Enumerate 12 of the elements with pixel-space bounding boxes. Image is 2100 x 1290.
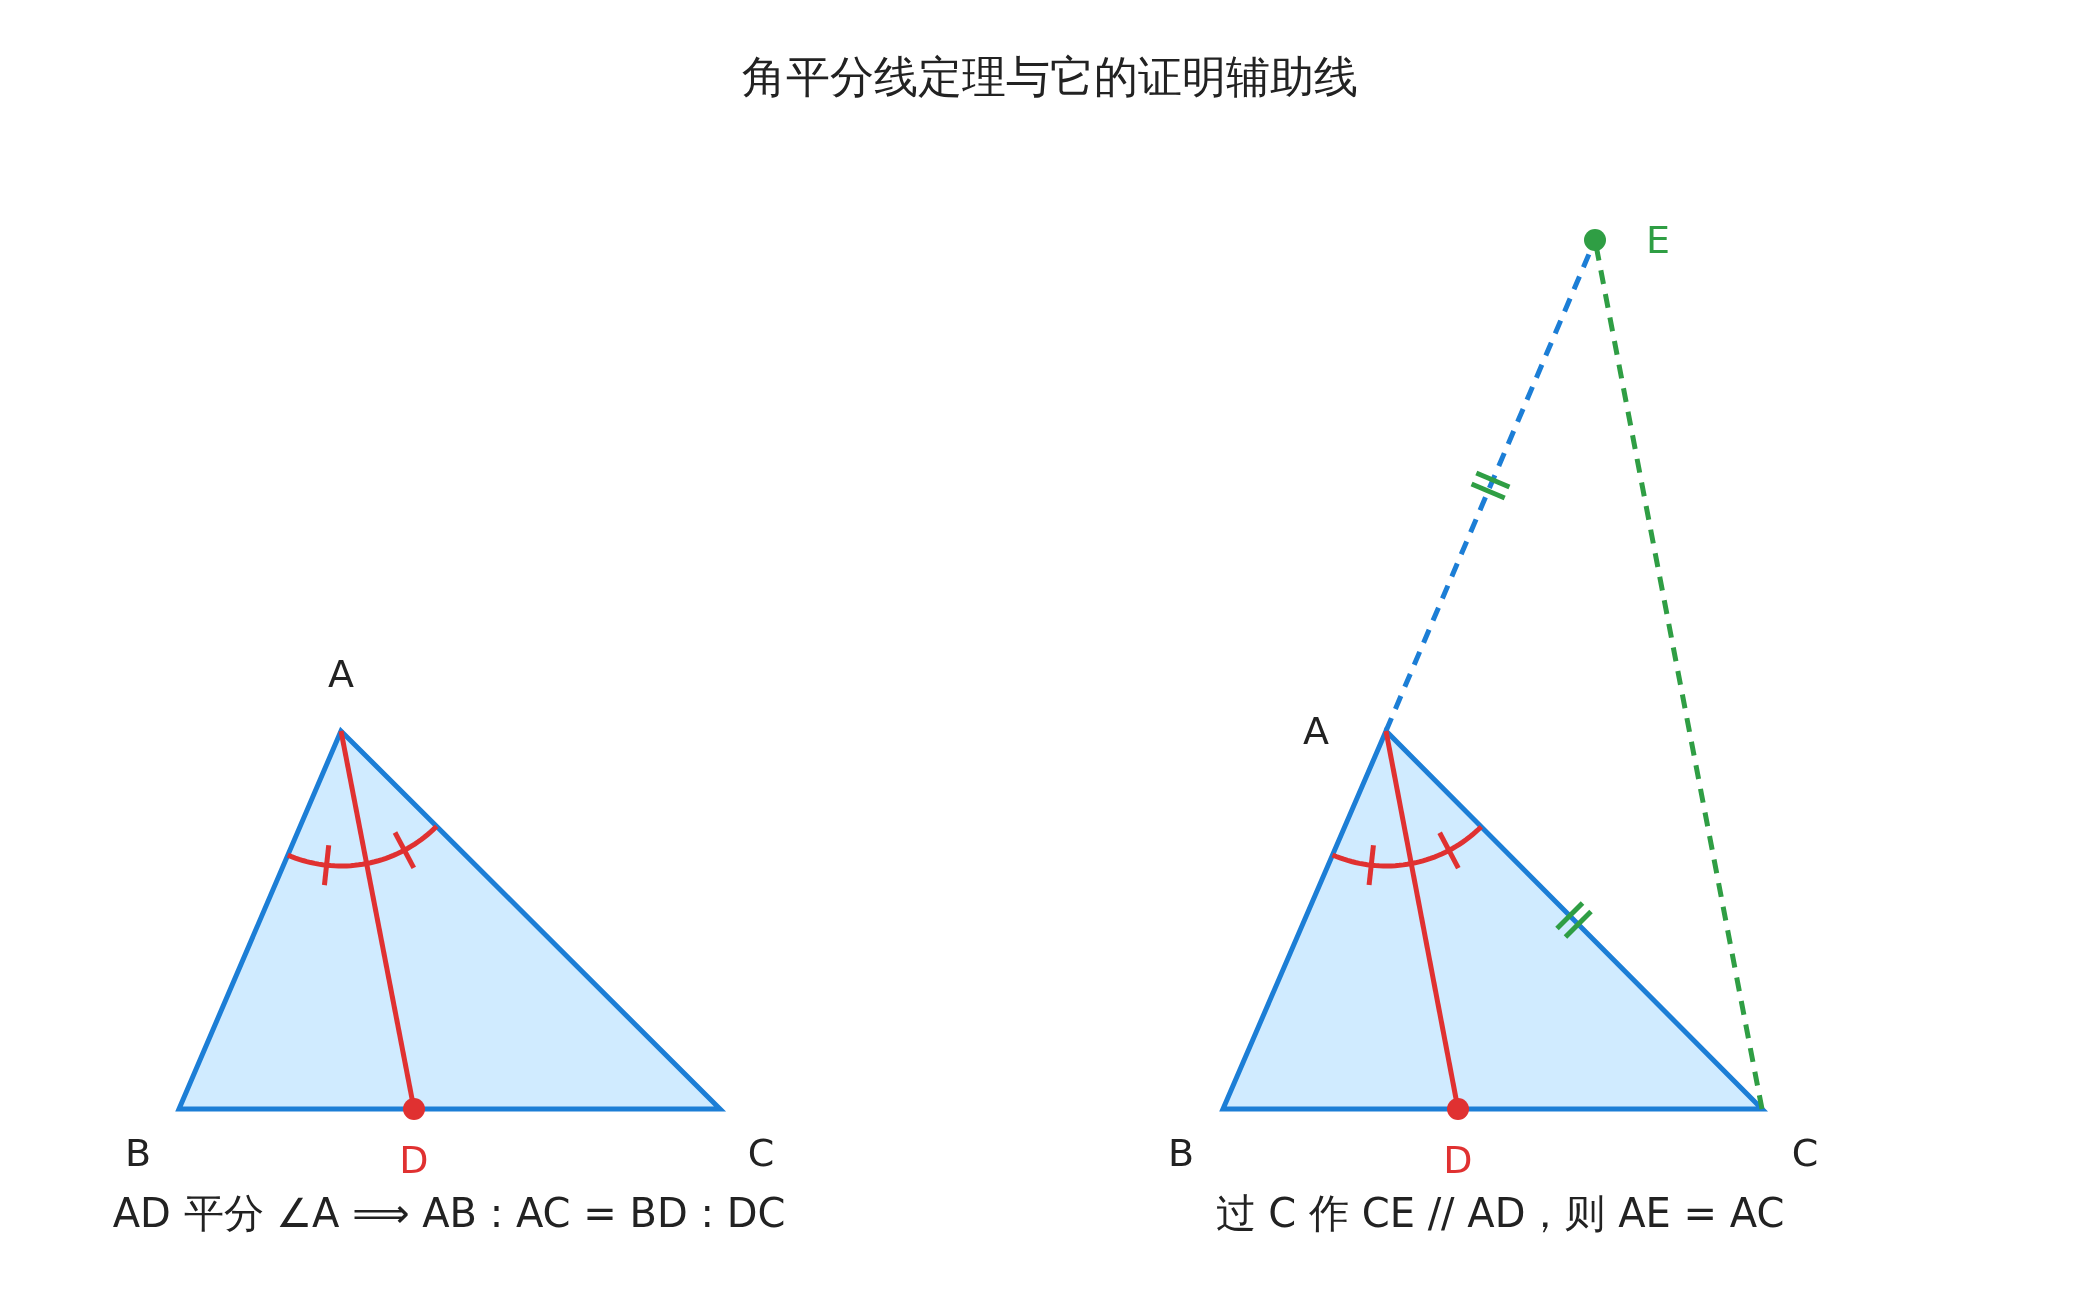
point-label: D (1443, 1138, 1473, 1182)
vertex-label: A (328, 652, 354, 696)
caption: 过 C 作 CE // AD，则 AE = AC (1215, 1188, 1785, 1238)
vertex-label: C (1791, 1131, 1819, 1175)
vertex-label: C (747, 1131, 775, 1175)
vertex-label: B (124, 1131, 152, 1175)
title: 角平分线定理与它的证明辅助线 (741, 50, 1359, 104)
point-label: D (399, 1138, 429, 1182)
vertex-label: B (1167, 1131, 1195, 1175)
vertex-label: A (1303, 709, 1329, 753)
point-label: E (1646, 218, 1670, 262)
caption: AD 平分 ∠A ⟹ AB : AC = BD : DC (112, 1188, 786, 1238)
